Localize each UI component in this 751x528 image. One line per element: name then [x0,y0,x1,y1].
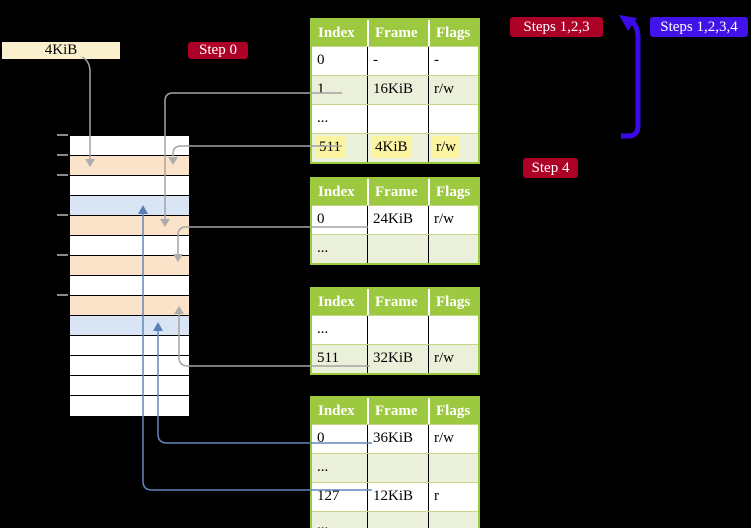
table-cell: 24KiB [367,206,428,234]
table-cell: r/w [428,425,478,453]
memory-tick-marks [57,134,68,296]
recursive-loop-arrow [619,15,641,139]
memory-frame-row-page [70,316,189,336]
table-cell: - [367,47,428,75]
frame-size-label: 4KiB [2,42,120,59]
memory-frame-row-page [70,196,189,216]
table-cell [367,105,428,133]
column-header: Index [312,20,367,46]
table-cell: 12KiB [367,483,428,511]
table-cell: r/w [428,134,478,162]
memory-frame-row-free [70,376,189,396]
memory-frame-row-table [70,256,189,276]
table-cell: r/w [428,345,478,373]
memory-frame-row-free [70,136,189,156]
table-cell: ... [317,110,329,126]
physical-memory-column [69,135,190,417]
column-header: Frame [367,179,428,205]
column-header: Flags [428,398,478,424]
table-cell: 4KiB [367,134,428,162]
memory-frame-row-table [70,156,189,176]
table-cell: 0 [317,430,325,446]
table-cell [367,454,428,482]
table-cell [428,235,478,263]
column-header: Frame [367,20,428,46]
table-row: 0 -- [312,46,478,75]
table-cell: ... [317,240,329,256]
table-cell: ... [317,321,329,337]
memory-frame-row-free [70,236,189,256]
table-row: ... [312,453,478,482]
steps-1-2-3-badge: Steps 1,2,3 [510,17,603,37]
column-header: Flags [428,179,478,205]
table-cell: 32KiB [367,345,428,373]
table-cell [367,235,428,263]
table-cell: r/w [428,206,478,234]
step-4-badge: Step 4 [523,158,578,178]
column-header: Index [312,179,367,205]
table-cell: 36KiB [367,425,428,453]
column-header: Frame [367,289,428,315]
table-cell [367,316,428,344]
table-cell: 127 [317,488,340,504]
memory-frame-row-free [70,176,189,196]
steps-1-2-3-4-badge: Steps 1,2,3,4 [650,17,748,37]
column-header: Flags [428,20,478,46]
memory-frame-row-free [70,276,189,296]
table-cell: ... [317,459,329,475]
table-cell: 511 [317,350,339,366]
column-header: Index [312,289,367,315]
table-cell [367,512,428,528]
table-cell [428,454,478,482]
step-0-badge: Step 0 [188,42,248,59]
table-cell: 511 [312,134,367,162]
table-row: ... [312,315,478,344]
column-header: Index [312,398,367,424]
table-row: ... [312,104,478,133]
column-header: Flags [428,289,478,315]
table-cell: ... [317,517,329,528]
table-cell: 16KiB [367,76,428,104]
table-cell [428,512,478,528]
table-cell [428,105,478,133]
table-row: ... [312,511,478,528]
table-cell: r [428,483,478,511]
table-cell [428,316,478,344]
table-cell: 0 [317,211,325,227]
memory-frame-row-table [70,296,189,316]
table-row: ... [312,234,478,263]
column-header: Frame [367,398,428,424]
table-cell: r/w [428,76,478,104]
table-cell: - [428,47,478,75]
table-cell: 0 [317,52,325,68]
table-cell: 1 [317,81,325,97]
memory-frame-row-free [70,396,189,415]
memory-frame-row-free [70,356,189,376]
memory-frame-row-free [70,336,189,356]
memory-frame-row-table [70,216,189,236]
